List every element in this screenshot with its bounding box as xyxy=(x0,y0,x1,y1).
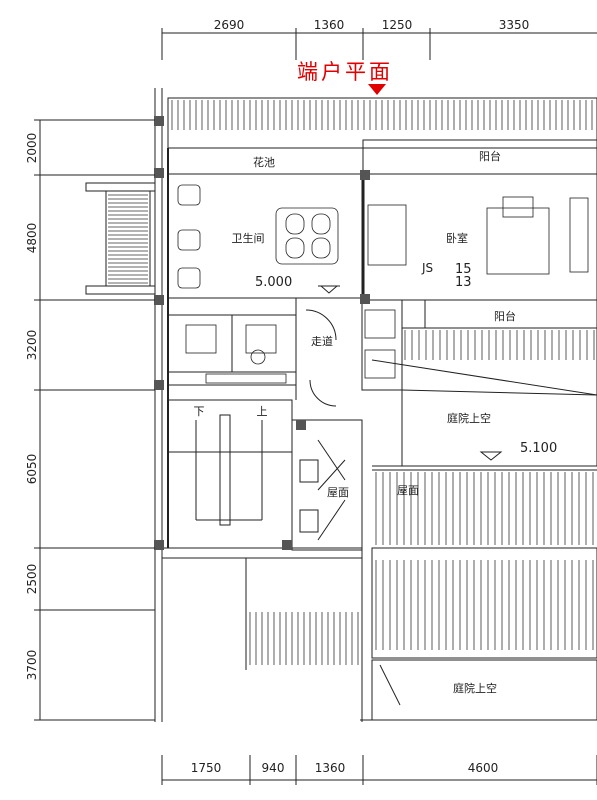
column xyxy=(360,170,370,180)
dim-left-6: 3700 xyxy=(25,650,39,681)
drawing-title: 端户平面 xyxy=(297,60,393,84)
label-courtyard-void-1: 庭院上空 xyxy=(447,411,491,425)
dim-left-5: 2500 xyxy=(25,564,39,595)
dim-bottom-1: 1750 xyxy=(191,761,222,775)
dim-left-1: 2000 xyxy=(25,133,39,164)
label-roof-2: 屋面 xyxy=(397,484,419,497)
column xyxy=(154,540,164,550)
elevation-2: 5.100 xyxy=(520,441,557,456)
label-bedroom: 卧室 xyxy=(446,231,468,245)
dim-left-2: 4800 xyxy=(25,223,39,254)
column xyxy=(360,294,370,304)
furniture xyxy=(177,184,589,384)
label-stair-up: 上 xyxy=(257,405,268,418)
label-bathroom: 卫生间 xyxy=(232,231,265,245)
dim-left-3: 3200 xyxy=(25,330,39,361)
dim-top-1: 2690 xyxy=(214,18,245,32)
column xyxy=(154,380,164,390)
column xyxy=(154,116,164,126)
js-number-bottom: 13 xyxy=(455,275,472,290)
columns xyxy=(154,116,370,550)
dimension-lines xyxy=(34,28,597,785)
dim-top-4: 3350 xyxy=(499,18,530,32)
walls xyxy=(85,88,597,722)
label-flower-bed: 花池 xyxy=(253,156,275,169)
dim-left-4: 6050 xyxy=(25,454,39,485)
dim-bottom-3: 1360 xyxy=(315,761,346,775)
column xyxy=(154,295,164,305)
label-roof-1: 屋面 xyxy=(327,486,349,499)
dim-top-2: 1360 xyxy=(314,18,345,32)
js-mark: JS xyxy=(421,261,433,275)
roof-hatching xyxy=(108,100,595,665)
column xyxy=(296,420,306,430)
column xyxy=(282,540,292,550)
label-stair-down: 下 xyxy=(194,405,205,418)
dim-top-3: 1250 xyxy=(382,18,413,32)
label-balcony-bottom: 阳台 xyxy=(494,309,516,323)
elevation-1: 5.000 xyxy=(255,275,292,290)
dim-bottom-4: 4600 xyxy=(468,761,499,775)
dim-bottom-2: 940 xyxy=(262,761,285,775)
label-balcony-top: 阳台 xyxy=(479,149,501,163)
label-courtyard-void-2: 庭院上空 xyxy=(453,681,497,695)
js-number-top: 15 xyxy=(455,262,472,277)
column xyxy=(154,168,164,178)
label-corridor: 走道 xyxy=(311,334,333,348)
orientation-arrow xyxy=(368,84,386,95)
